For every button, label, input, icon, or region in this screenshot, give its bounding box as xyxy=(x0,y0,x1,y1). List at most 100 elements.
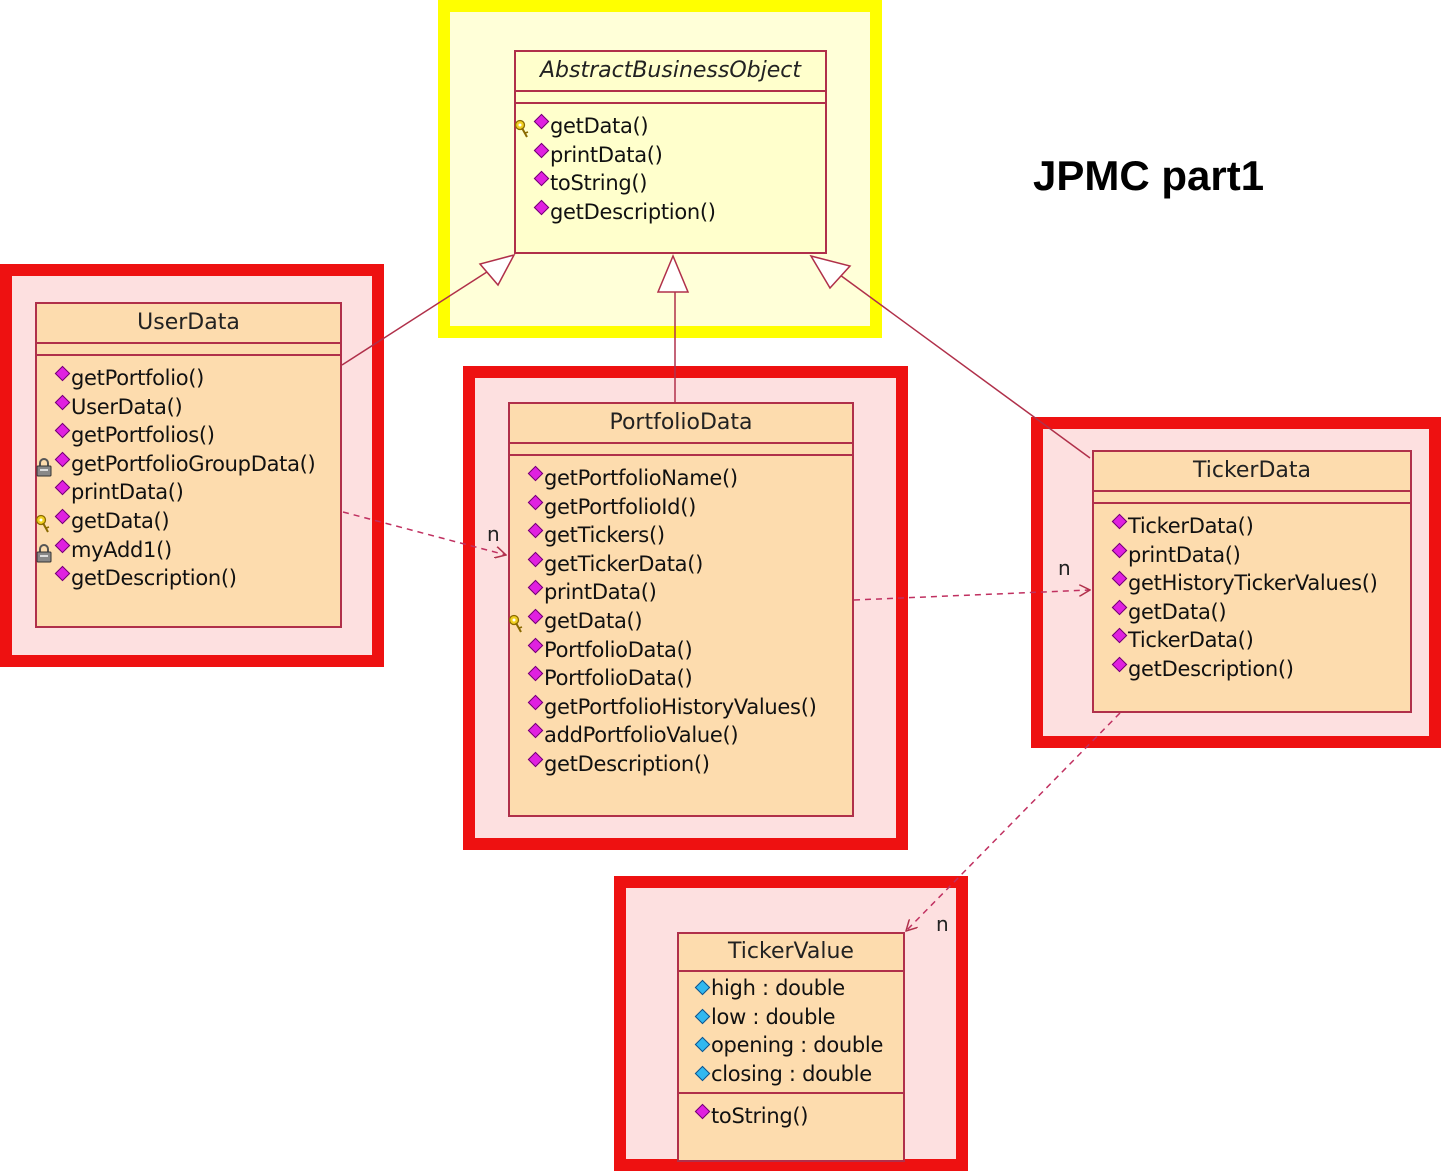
attribute-diamond-icon xyxy=(694,1008,711,1024)
operation-item[interactable]: myAdd1() xyxy=(36,536,340,565)
operation-icon xyxy=(527,723,544,744)
operation-icon xyxy=(508,608,544,633)
key-icon xyxy=(35,514,50,533)
operation-diamond-icon xyxy=(527,694,544,711)
attribute-item[interactable]: high : double xyxy=(694,974,903,1003)
operation-item[interactable]: getPortfolioName() xyxy=(527,464,852,493)
operation-item[interactable]: printData() xyxy=(527,578,852,607)
class-portfoliodata[interactable]: PortfolioData getPortfolioName()getPortf… xyxy=(508,402,854,817)
operation-label: getHistoryTickerValues() xyxy=(1128,571,1378,596)
operation-icon xyxy=(527,494,544,516)
operation-item[interactable]: getDescription() xyxy=(54,564,340,593)
operation-diamond-icon xyxy=(1111,599,1128,616)
operation-label: getData() xyxy=(1128,599,1227,624)
operation-item[interactable]: getHistoryTickerValues() xyxy=(1111,569,1410,598)
dependency-tickerdata-tickervalue xyxy=(906,712,1121,931)
operation-label: getData() xyxy=(544,608,643,633)
operation-icon xyxy=(1111,656,1128,678)
operation-item[interactable]: getDescription() xyxy=(533,198,825,227)
operation-label: getPortfolioGroupData() xyxy=(71,451,316,476)
operation-diamond-icon xyxy=(1111,513,1128,530)
operation-icon xyxy=(54,365,71,387)
class-userdata[interactable]: UserData getPortfolio()UserData()getPort… xyxy=(35,302,342,628)
operation-item[interactable]: toString() xyxy=(694,1102,903,1131)
operation-label: getData() xyxy=(550,114,649,138)
operation-item[interactable]: getPortfolioHistoryValues() xyxy=(527,693,852,722)
key-icon xyxy=(514,119,529,138)
operation-icon xyxy=(533,170,550,192)
multiplicity-portfolio-ticker: n xyxy=(1058,556,1071,580)
attribute-item[interactable]: low : double xyxy=(694,1003,903,1032)
operation-icon xyxy=(533,142,550,164)
class-name: TickerData xyxy=(1094,452,1410,492)
dependency-portfoliodata-tickerdata xyxy=(853,590,1090,601)
operation-icon xyxy=(54,480,71,501)
operation-item[interactable]: PortfolioData() xyxy=(527,636,852,665)
operation-item[interactable]: getData() xyxy=(35,507,340,536)
operation-item[interactable]: getDescription() xyxy=(527,750,852,779)
operation-diamond-icon xyxy=(527,723,544,739)
operation-label: printData() xyxy=(550,142,663,167)
operation-icon xyxy=(1111,570,1128,592)
operation-compartment: getPortfolioName()getPortfolioId()getTic… xyxy=(508,456,852,785)
operation-icon xyxy=(527,751,544,773)
operation-icon xyxy=(527,694,544,716)
operation-label: myAdd1() xyxy=(71,537,172,562)
operation-diamond-icon xyxy=(527,580,544,596)
operation-icon xyxy=(1111,542,1128,564)
attribute-label: closing : double xyxy=(711,1061,872,1086)
operation-item[interactable]: printData() xyxy=(1111,541,1410,570)
operation-item[interactable]: getTickerData() xyxy=(527,550,852,579)
operation-icon xyxy=(54,422,71,444)
operation-item[interactable]: getData() xyxy=(1111,598,1410,627)
attribute-compartment xyxy=(510,444,852,456)
operation-item[interactable]: getPortfolioId() xyxy=(527,493,852,522)
operation-diamond-icon xyxy=(527,608,544,625)
operation-item[interactable]: PortfolioData() xyxy=(527,664,852,693)
operation-icon xyxy=(54,394,71,416)
generalization-userdata xyxy=(341,253,516,366)
class-name: PortfolioData xyxy=(510,404,852,444)
operation-label: getDescription() xyxy=(544,751,710,776)
operation-item[interactable]: printData() xyxy=(533,141,825,170)
attribute-item[interactable]: opening : double xyxy=(694,1031,903,1060)
operation-label: getTickers() xyxy=(544,523,665,548)
operation-icon xyxy=(1111,628,1128,649)
operation-item[interactable]: getPortfolios() xyxy=(54,421,340,450)
lock-icon xyxy=(36,543,52,563)
operation-label: getDescription() xyxy=(1128,656,1294,681)
key-icon xyxy=(508,614,523,633)
class-abstract-business-object[interactable]: AbstractBusinessObject getData()printDat… xyxy=(514,50,827,254)
operation-label: getPortfolioHistoryValues() xyxy=(544,694,817,719)
operation-diamond-icon xyxy=(1111,656,1128,673)
operation-item[interactable]: getData() xyxy=(508,607,852,636)
operation-diamond-icon xyxy=(54,508,71,525)
operation-diamond-icon xyxy=(1111,542,1128,558)
operation-item[interactable]: TickerData() xyxy=(1111,512,1410,541)
attribute-label: opening : double xyxy=(711,1033,884,1058)
multiplicity-ticker-value: n xyxy=(936,912,949,936)
operation-item[interactable]: toString() xyxy=(533,169,825,198)
operation-item[interactable]: UserData() xyxy=(54,393,340,422)
operation-label: TickerData() xyxy=(1128,514,1254,538)
operation-label: getPortfolio() xyxy=(71,366,205,390)
multiplicity-user-portfolio: n xyxy=(487,522,500,546)
operation-item[interactable]: getPortfolio() xyxy=(54,364,340,393)
operation-item[interactable]: TickerData() xyxy=(1111,626,1410,655)
class-name: TickerValue xyxy=(679,934,903,972)
operation-icon xyxy=(1111,513,1128,535)
attribute-item[interactable]: closing : double xyxy=(694,1060,903,1089)
attribute-compartment xyxy=(516,92,825,104)
operation-diamond-icon xyxy=(1111,570,1128,587)
operation-diamond-icon xyxy=(527,637,544,653)
generalization-portfoliodata xyxy=(656,254,690,402)
operation-item[interactable]: addPortfolioValue() xyxy=(527,721,852,750)
operation-item[interactable]: getPortfolioGroupData() xyxy=(36,450,340,479)
operation-item[interactable]: getData() xyxy=(514,112,825,141)
class-tickerdata[interactable]: TickerData TickerData() printData()getHis… xyxy=(1092,450,1412,713)
operation-item[interactable]: getTickers() xyxy=(527,521,852,550)
operation-label: TickerData() xyxy=(1128,628,1254,653)
operation-item[interactable]: getDescription() xyxy=(1111,655,1410,684)
operation-item[interactable]: printData() xyxy=(54,478,340,507)
